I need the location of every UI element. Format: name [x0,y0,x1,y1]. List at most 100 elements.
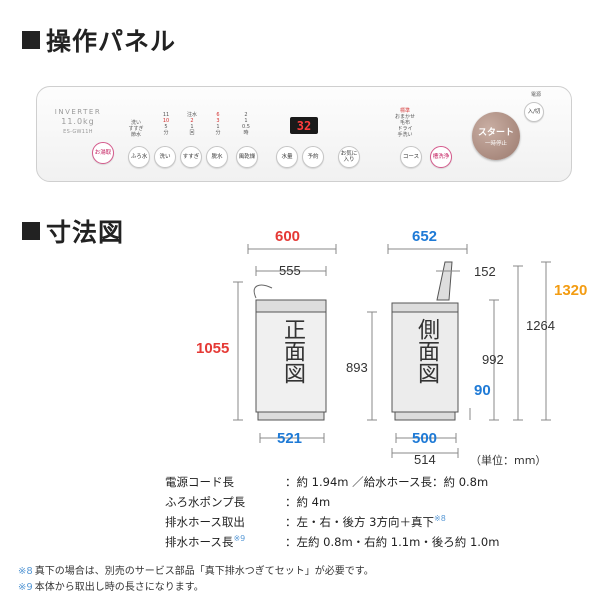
start-pause-button[interactable]: スタート 一時停止 [472,112,520,160]
water-level-label: 時 [243,130,249,136]
spin-step-label: 3 [216,118,220,124]
course-item-label: おまかせ [394,114,415,120]
washtub-button[interactable]: ふろ水 [128,146,150,168]
section-square-icon [22,31,40,49]
timer-button-label: 予約 [307,154,319,160]
front-view-label: 正面図 [280,318,305,384]
dimensions-section-title: 寸法図 [22,213,124,249]
spec-value: ：約 4m [285,495,331,509]
timer-button[interactable]: 予約 [302,146,324,168]
self-clean-button[interactable]: 槽洗浄 [430,146,452,168]
water-levels: 2 1 0.5 時 [234,112,258,136]
spec-row: 排水ホース取出：左・右・後方 3方向＋真下※8 [165,514,446,530]
rinse-button[interactable]: すすぎ [180,146,202,168]
rinse-steps: 注水 2 1 回 [180,112,204,136]
wash-button[interactable]: 洗い [154,146,176,168]
water-level-label: 2 [244,112,248,118]
power-button-label: 入/切 [527,109,541,115]
dim-side-base-depth: 500 [412,430,438,447]
model-label: ES-GW11H [63,129,93,135]
dim-front-body-height: 893 [346,360,368,375]
power-button[interactable]: 入/切 [524,102,544,122]
time-display: 32 [290,117,318,134]
side-dim-lines [367,244,551,458]
dim-side-top-offset: 152 [474,264,496,279]
brand-name: INVERTER [54,108,102,116]
dim-side-base-full: 514 [414,452,436,467]
spec-key: 電源コード長 [165,475,234,489]
water-level-label: 0.5 [242,124,250,130]
heavy-button-label: お湯取 [94,150,112,156]
spec-value: ：左・右・後方 3方向＋真下 [285,515,434,529]
heavy-button[interactable]: お湯取 [92,142,114,164]
wash-button-label: 洗い [159,154,171,160]
panel-section-title-text: 操作パネル [46,27,177,56]
side-lid [436,261,453,301]
wash-steps: 11 10 5 分 [154,112,178,136]
rinse-step-label: 回 [189,130,195,136]
spin-button-label: 脱水 [211,154,223,160]
favorite-button-label: お気に入り [340,151,358,163]
course-labels: 標準 おまかせ 毛布 ドライ 手洗い [370,108,440,138]
course-item-label: 手洗い [397,132,413,138]
unit-label: （単位：mm） [470,454,547,467]
dim-front-inner: 555 [279,263,301,278]
favorite-button[interactable]: お気に入り [338,146,360,168]
spin-steps: 6 3 1 分 [206,112,230,136]
spin-step-label: 6 [216,112,220,118]
spec-footnote-mark: ※9 [233,534,246,544]
spec-row: 排水ホース長※9：左約 0.8m・右約 1.1m・後ろ約 1.0m [165,534,499,550]
rinse-button-label: すすぎ [182,154,200,160]
spec-key: ふろ水ポンプ長 [165,495,246,509]
side-view-label: 側面図 [414,318,439,384]
spin-button[interactable]: 脱水 [206,146,228,168]
menu-label: 節水 [130,132,141,138]
dim-front-base: 521 [277,430,303,447]
washtub-button-label: ふろ水 [130,154,148,160]
spec-row: ふろ水ポンプ長 ：約 4m [165,494,330,510]
course-item-label: 毛布 [399,120,410,126]
side-top-panel [391,302,459,319]
dim-front-height: 1055 [196,340,230,357]
dimensions-section-title-text: 寸法図 [46,218,125,247]
water-button[interactable]: 水量 [276,146,298,168]
water-level-label: 1 [244,118,248,124]
side-base [394,411,456,421]
wash-step-label: 11 [162,112,170,118]
brand-block: INVERTER 11.0kg ES-GW11H [48,108,108,137]
dim-side-body-height: 992 [482,352,504,367]
wash-step-label: 10 [162,118,170,124]
footnote-mark: ※8 [18,566,33,577]
spec-row: 電源コード長 ：約 1.94m ／給水ホース長：約 0.8m [165,474,488,490]
footnote-text: 本体から取出し時の長さになります。 [34,582,204,593]
dim-side-foot: 90 [474,382,491,399]
spin-step-label: 分 [215,130,221,136]
wash-step-label: 5 [164,124,168,130]
water-button-label: 水量 [281,154,293,160]
spec-footnote-mark: ※8 [433,514,446,524]
wash-step-label: 分 [163,130,169,136]
rinse-step-label: 1 [190,124,194,130]
fold-button-label: 風乾燥 [238,154,256,160]
course-button-label: コース [402,154,420,160]
fold-button[interactable]: 風乾燥 [236,146,258,168]
course-item-label: ドライ [397,126,413,132]
front-hose [253,284,273,299]
footnote-text: 真下の場合は、別売のサービス部品「真下排水つぎてセット」が必要です。 [34,566,374,577]
self-clean-button-label: 槽洗浄 [432,154,450,160]
dim-front-width: 600 [275,228,301,245]
menu-label: 洗い [130,120,141,126]
rinse-step-label: 注水 [186,112,197,118]
menu-label: すすぎ [128,126,144,132]
footnote-mark: ※9 [18,582,33,593]
spin-step-label: 1 [216,124,220,130]
front-base [257,411,325,421]
spec-value: ：約 1.94m ／給水ホース長：約 0.8m [285,475,489,489]
course-button[interactable]: コース [400,146,422,168]
spec-key: 排水ホース長※9 [165,534,285,550]
dim-side-lid-height: 1264 [526,318,555,333]
start-label: スタート [477,128,514,138]
power-note: 電源 [530,92,541,98]
panel-section-title: 操作パネル [22,22,176,58]
